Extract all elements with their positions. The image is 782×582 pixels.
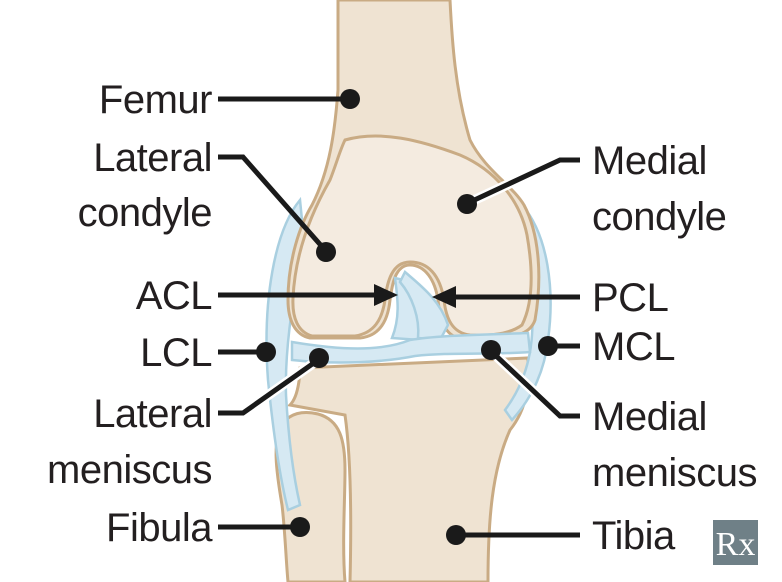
fibula-bone [274, 410, 347, 582]
rx-logo: Rx [713, 520, 758, 565]
lateral-meniscus-leader [218, 357, 320, 416]
medial-meniscus-leader [490, 350, 580, 419]
label-group: Femur Lateral condyle Medial condyle ACL… [47, 78, 757, 558]
lateral-condyle-dot [316, 242, 336, 262]
fibula-label: Fibula [106, 506, 213, 550]
tibia-dot [446, 525, 466, 545]
medial-condyle-dot [457, 194, 477, 214]
lateral-condyle-label-line2: condyle [78, 191, 212, 235]
medial-meniscus-label-line2: meniscus [592, 451, 757, 495]
knee-illustration [265, 0, 552, 582]
lateral-meniscus-label-line2: meniscus [47, 448, 212, 492]
pcl-label: PCL [592, 276, 668, 320]
rx-logo-background [713, 520, 758, 565]
meniscus-band [290, 331, 532, 364]
lateral-meniscus-dot [309, 348, 329, 368]
acl-arrowhead [374, 284, 398, 306]
acl-label: ACL [136, 274, 212, 318]
lateral-condyle-leader [218, 154, 327, 252]
pcl-arrowhead [432, 286, 456, 308]
fibula-dot [290, 517, 310, 537]
tibia-bone [286, 356, 530, 582]
lcl-label: LCL [140, 331, 212, 375]
femur-label: Femur [99, 78, 212, 122]
lcl-dot [256, 342, 276, 362]
medial-condyle-leader [466, 157, 580, 206]
mcl-dot [538, 336, 558, 356]
condyle-surface [291, 134, 533, 338]
medial-condyle-label-line1: Medial [592, 139, 707, 183]
medial-meniscus-dot [481, 340, 501, 360]
medial-meniscus-label-line1: Medial [592, 395, 707, 439]
leader-lines [218, 89, 580, 545]
medial-condyle-label-line2: condyle [592, 195, 726, 239]
lateral-condyle-label-line1: Lateral [93, 136, 212, 180]
mcl-label: MCL [592, 325, 675, 369]
femur-dot [340, 89, 360, 109]
lateral-meniscus-label-line1: Lateral [93, 392, 212, 436]
tibia-label: Tibia [592, 514, 676, 558]
rx-logo-text: Rx [716, 526, 756, 563]
